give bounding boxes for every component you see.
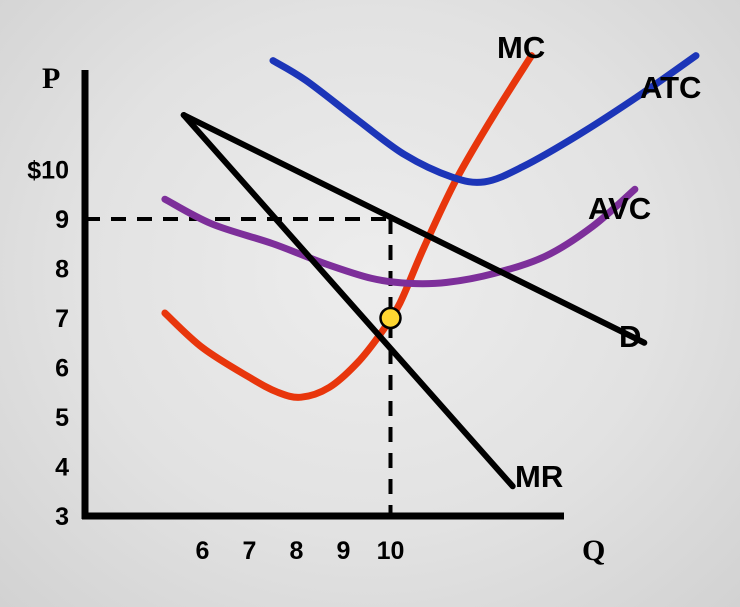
avc-curve: [161, 185, 639, 288]
d-curve: [180, 112, 648, 346]
y-tick-labels: 3 4 5 6 7 8 9 $10: [27, 157, 69, 532]
x-tick-label: 8: [290, 537, 304, 565]
highlight-point-layer: [379, 306, 402, 330]
curve-labels: MC ATC AVC D MR: [497, 30, 701, 494]
y-tick-label: $10: [27, 157, 69, 185]
atc-curve: [269, 52, 700, 186]
y-tick-label: 5: [55, 404, 69, 432]
y-tick-label: 3: [55, 503, 69, 531]
y-tick-label: 8: [55, 256, 69, 284]
y-tick-label: 7: [55, 305, 69, 333]
mr-label: MR: [515, 459, 563, 494]
atc-label: ATC: [640, 70, 701, 105]
y-tick-label: 4: [55, 454, 69, 482]
x-tick-label: 9: [337, 537, 351, 565]
d-label: D: [619, 319, 641, 354]
y-tick-label: 9: [55, 206, 69, 234]
mc-label: MC: [497, 30, 545, 65]
x-tick-label: 6: [196, 537, 210, 565]
avc-label: AVC: [588, 191, 651, 226]
axes: [81, 70, 564, 520]
dashed-guide-lines: [85, 217, 393, 516]
x-axis-title: Q: [582, 534, 605, 567]
curves: [161, 52, 700, 490]
x-tick-label: 10: [377, 537, 405, 565]
y-tick-label: 6: [55, 355, 69, 383]
x-tick-labels: 6 7 8 9 10: [196, 537, 405, 565]
x-tick-label: 7: [243, 537, 257, 565]
mr-curve: [180, 112, 516, 490]
y-axis-title: P: [42, 62, 60, 95]
highlight-point: [379, 306, 402, 330]
